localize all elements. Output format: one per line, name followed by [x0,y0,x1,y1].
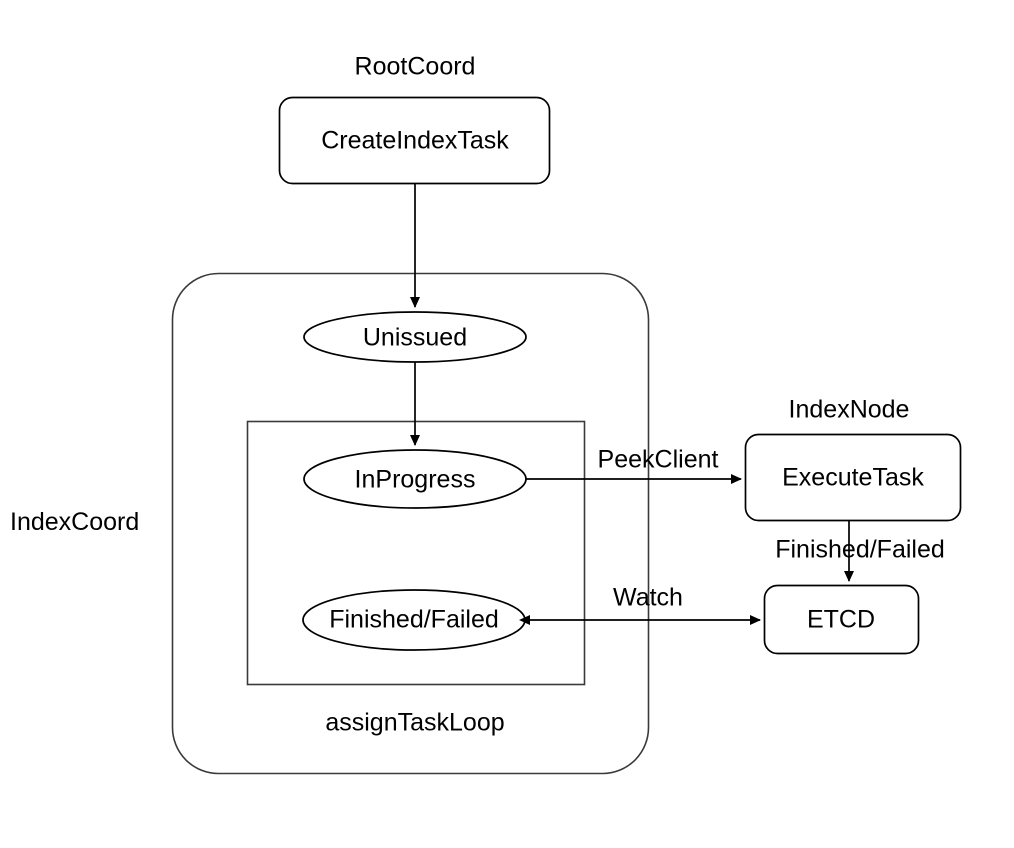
node-label-create-index-task: CreateIndexTask [321,126,509,155]
group-label-rootcoord: RootCoord [354,52,476,81]
group-label-indexnode: IndexNode [788,395,910,424]
edge-label-peekclient: PeekClient [597,445,719,474]
node-label-finished-failed-state: Finished/Failed [329,605,499,634]
node-etcd-shape[interactable] [763,584,920,655]
node-label-execute-task: ExecuteTask [782,463,924,492]
node-execute-task-shape[interactable] [744,433,962,522]
container-indexcoord [171,272,650,775]
container-assigntaskloop [246,420,586,686]
container-label-assigntaskloop: assignTaskLoop [325,708,505,737]
container-label-indexcoord: IndexCoord [10,508,140,536]
node-label-etcd: ETCD [806,605,876,634]
edge-label-finished-failed: Finished/Failed [775,535,945,564]
edge-label-watch: Watch [613,583,683,612]
node-label-unissued: Unissued [362,323,468,352]
node-label-inprogress: InProgress [354,465,476,494]
